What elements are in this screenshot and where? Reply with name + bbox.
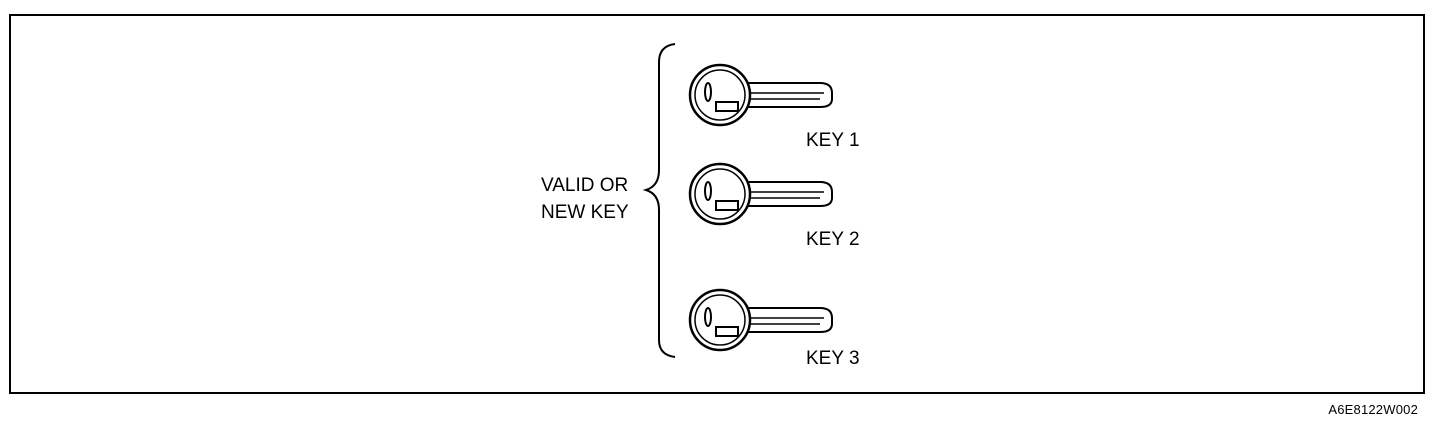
diagram-frame (9, 14, 1425, 394)
group-brace (642, 43, 676, 358)
key-3 (688, 288, 834, 352)
figure-code: A6E8122W002 (1328, 402, 1418, 417)
key-1-label: KEY 1 (806, 130, 860, 151)
group-label-line1: VALID OR (541, 175, 628, 196)
key-2 (688, 162, 834, 226)
key-1 (688, 63, 834, 127)
group-label-line2: NEW KEY (541, 202, 629, 223)
key-3-label: KEY 3 (806, 348, 860, 369)
key-2-label: KEY 2 (806, 229, 860, 250)
